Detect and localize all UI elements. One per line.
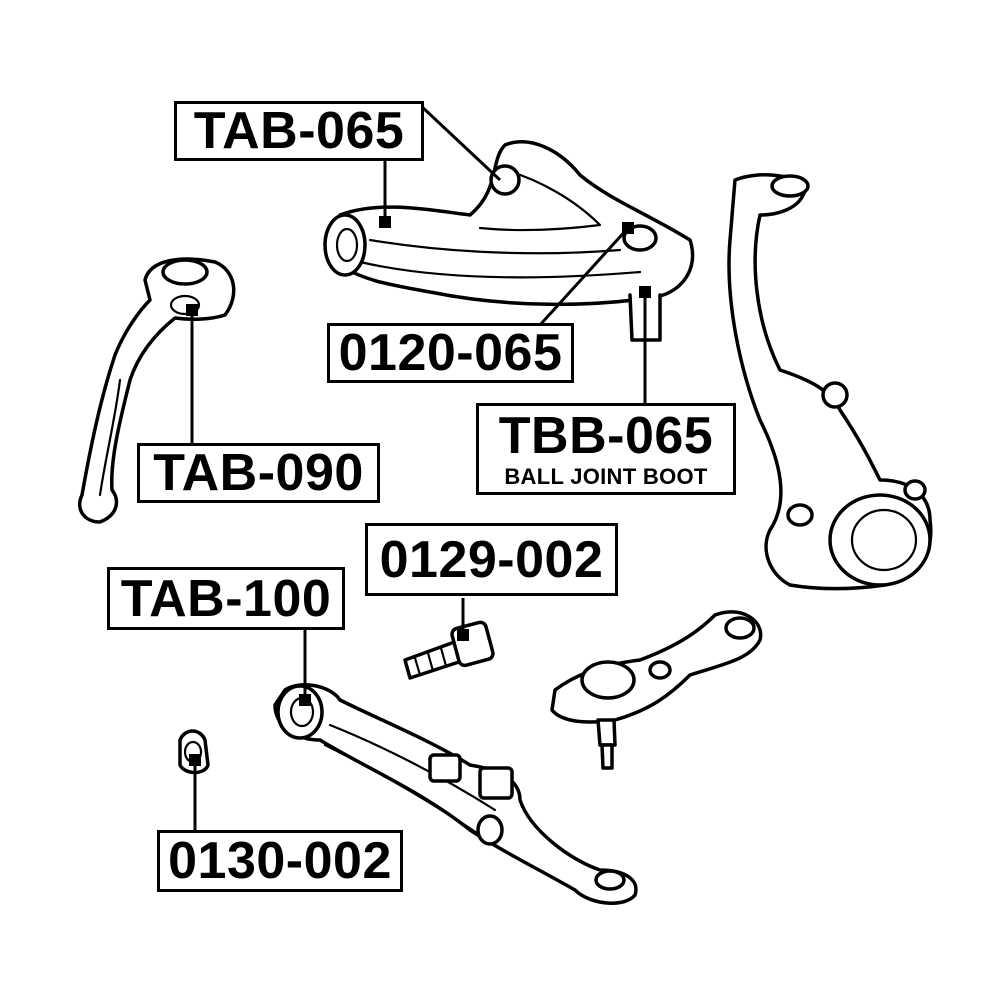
label-0130-002-text: 0130-002	[168, 832, 392, 890]
label-0120-065: 0120-065	[327, 323, 574, 383]
label-0120-065-text: 0120-065	[338, 324, 563, 382]
stabilizer-arm	[78, 257, 236, 524]
label-tab-100: TAB-100	[107, 567, 345, 630]
label-tab-090-text: TAB-090	[153, 444, 364, 502]
label-0130-002: 0130-002	[157, 830, 403, 892]
label-0129-002: 0129-002	[365, 523, 618, 596]
label-tab-100-text: TAB-100	[120, 569, 332, 628]
label-0129-002-text: 0129-002	[379, 530, 604, 589]
label-tbb-065-text: TBB-065	[498, 407, 714, 465]
bolt	[403, 620, 495, 680]
lower-control-arm	[273, 683, 638, 905]
label-tbb-065: TBB-065 BALL JOINT BOOT	[476, 403, 736, 495]
label-tab-065: TAB-065	[174, 101, 424, 161]
leader-lines	[186, 103, 651, 830]
label-tab-065-text: TAB-065	[193, 102, 405, 160]
upper-control-arm	[323, 140, 695, 342]
steering-knuckle	[727, 173, 933, 591]
label-tab-090: TAB-090	[137, 443, 380, 503]
lower-ball-joint	[550, 610, 763, 770]
label-tbb-065-desc: BALL JOINT BOOT	[504, 464, 708, 489]
